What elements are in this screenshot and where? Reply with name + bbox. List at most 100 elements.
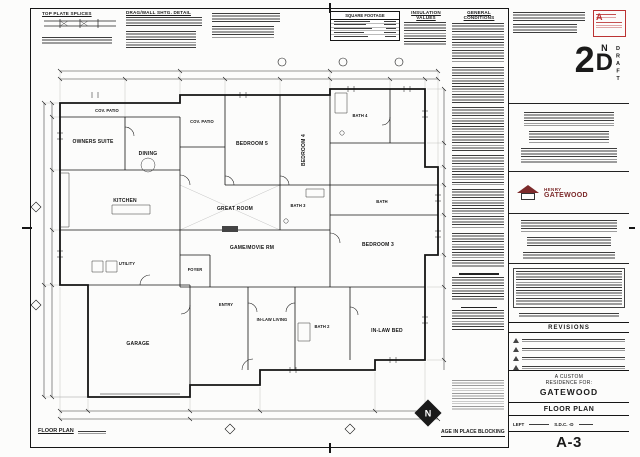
room-label: OWNERS SUITE (72, 139, 113, 145)
revision-row (509, 356, 629, 361)
border-registration-tick (625, 227, 635, 229)
designer-first-name: HENRY (544, 186, 562, 192)
table-row (331, 35, 399, 39)
room-label: GARAGE (126, 341, 150, 347)
room-label: DINING (139, 151, 158, 157)
scale-text-greeked (77, 431, 106, 434)
revision-delta-icon (513, 356, 519, 361)
field-drawn-by: S.D.C. -D (554, 422, 574, 427)
logo-letter-d: D (595, 49, 613, 76)
logo-numeral: 2 (574, 39, 595, 80)
door-swings (124, 116, 391, 371)
note-text-greeked (452, 189, 504, 229)
room-label: FOYER (188, 267, 203, 272)
designer-section: HENRY GATEWOOD (509, 174, 629, 214)
note-text-greeked (42, 37, 112, 45)
logo-word-draft: DRAFT (615, 46, 621, 84)
contact-greeked (521, 148, 617, 164)
drawing-title: FLOOR PLAN (38, 428, 74, 434)
disclaimer-section (509, 266, 629, 310)
revision-delta-icon (513, 347, 519, 352)
note-text-greeked (212, 13, 280, 23)
note-text-greeked (404, 22, 446, 46)
key-diamond-markers (30, 201, 356, 435)
roof-shape (517, 185, 539, 193)
interior-walls (60, 89, 438, 385)
project-info-section (509, 216, 629, 264)
border-registration-tick (329, 3, 331, 13)
shear-wall-heading: DRAG/WALL SHTG. DETAIL (126, 10, 191, 15)
note-text-greeked (126, 17, 202, 28)
note-text-greeked (452, 233, 504, 267)
room-label: BATH 4 (352, 113, 368, 118)
grid-bubble (277, 57, 287, 67)
revision-greeked (522, 357, 625, 360)
contact-greeked (524, 112, 614, 126)
project-greeked (521, 220, 617, 232)
project-greeked (523, 252, 615, 260)
revisions-rows (509, 334, 629, 370)
drawing-title-block: FLOOR PLAN (38, 428, 106, 434)
toilet-fixture (283, 218, 289, 224)
cell-greeked (386, 28, 396, 30)
dimension-lines (43, 70, 445, 420)
revision-row (509, 365, 629, 370)
insulation-values-note: INSULATION VALUES (404, 10, 448, 46)
cell-greeked (385, 36, 396, 38)
permit-notes-section: A (509, 10, 629, 40)
field-left: LEFT (513, 422, 525, 427)
general-conditions-column: GENERAL CONDITIONS (452, 10, 506, 368)
shear-wall-note: DRAG/WALL SHTG. DETAIL (126, 10, 206, 48)
detail-sketch-greeked (452, 380, 504, 410)
insulation-heading: INSULATION VALUES (411, 10, 441, 20)
cell-greeked (334, 31, 364, 34)
revision-greeked (522, 348, 625, 351)
general-conditions-heading: GENERAL CONDITIONS (463, 10, 495, 20)
subnote-heading-greeked (459, 273, 499, 275)
disclaimer-box (513, 268, 625, 308)
dining-table (140, 157, 156, 173)
stamp-text-greeked (596, 14, 616, 18)
north-arrow: N (414, 399, 442, 427)
room-label: IN-LAW LIVING (257, 317, 288, 322)
project-line1: A CUSTOM (554, 374, 584, 380)
stamp-letter: A (596, 12, 603, 22)
table-row (331, 24, 399, 28)
designer-last-name: GATEWOOD (544, 192, 588, 200)
contact-info-section (509, 108, 629, 172)
approval-stamp: A (593, 10, 626, 37)
border-registration-tick (22, 227, 32, 229)
keynotes-block (212, 13, 284, 38)
north-label: N (425, 409, 432, 419)
field-greeked (578, 423, 593, 426)
cell-greeked (384, 31, 396, 34)
table-row (331, 31, 399, 36)
room-label: COV. PATIO (190, 119, 214, 124)
disclaimer-greeked (516, 271, 622, 305)
table-row (331, 20, 399, 24)
sheet-title: FLOOR PLAN (509, 402, 629, 416)
cell-greeked (384, 24, 396, 26)
revision-delta-icon (513, 338, 519, 343)
revision-delta-icon (513, 365, 519, 370)
square-footage-table: SQUARE FOOTAGE (330, 11, 400, 41)
plate-splice-diagram (44, 19, 116, 28)
cell-greeked (334, 24, 366, 26)
note-text-greeked (513, 12, 585, 21)
room-label: GAME/MOVIE RM (230, 245, 274, 251)
room-label: KITCHEN (113, 198, 137, 204)
table-row (331, 28, 399, 32)
revision-greeked (522, 339, 625, 342)
room-label: IN-LAW BED (371, 328, 403, 334)
sheet-fields-row: LEFT S.D.C. -D (509, 418, 629, 431)
room-label: BATH 2 (314, 324, 330, 329)
room-label: BEDROOM 4 (301, 134, 307, 166)
room-label: COV. PATIO (95, 108, 119, 113)
meta-greeked (519, 313, 619, 318)
project-title-section: A CUSTOM RESIDENCE FOR: GATEWOOD (509, 370, 629, 402)
revision-row (509, 347, 629, 352)
cell-greeked (384, 20, 396, 23)
note-text-greeked (452, 107, 504, 151)
cell-greeked (334, 20, 370, 23)
top-plate-splices-note: TOP PLATE SPLICES (42, 11, 120, 45)
